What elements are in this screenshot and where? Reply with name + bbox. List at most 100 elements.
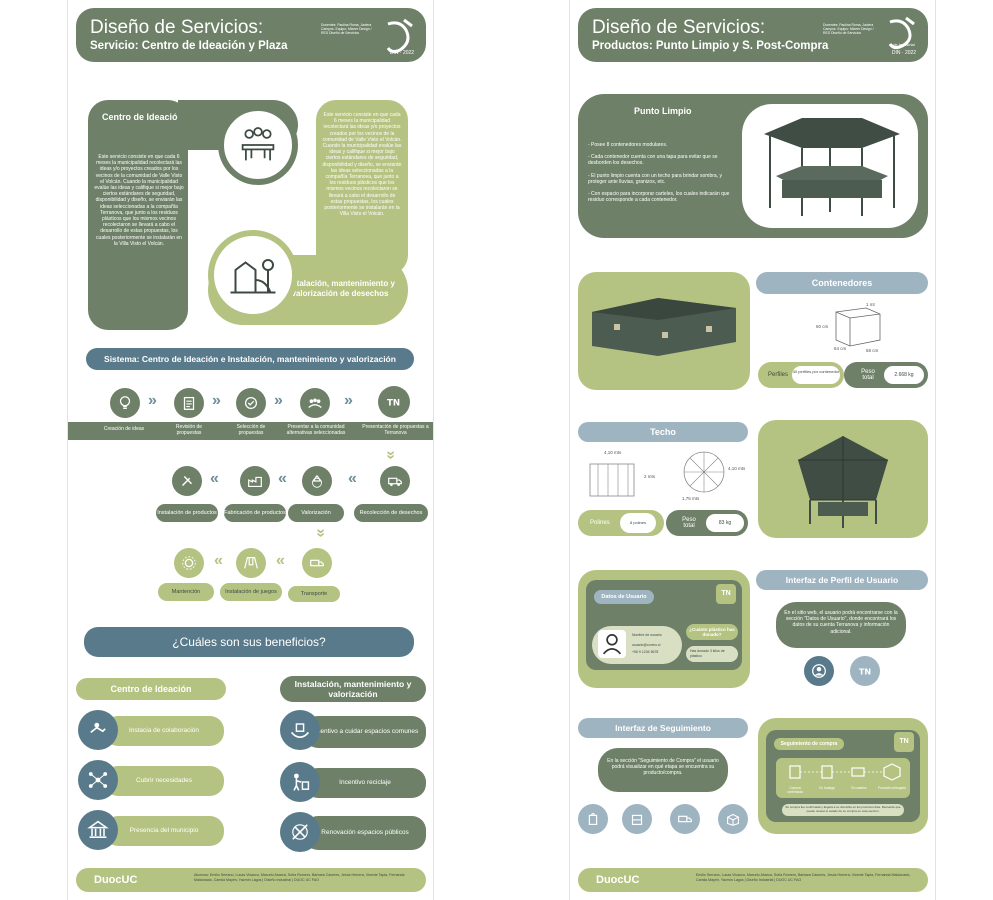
user-phone: +56 9 1234 5678 bbox=[632, 650, 659, 654]
din-logo-icon bbox=[386, 18, 413, 54]
datos-usuario-title: Datos de Usuario bbox=[594, 590, 654, 604]
perfil-title: Interfaz de Perfil de Usuario bbox=[756, 570, 928, 590]
dim-1mt: 1 mt bbox=[866, 302, 875, 307]
centro-ideacion-text: Este servicio consiste en que cada 6 mes… bbox=[94, 154, 184, 247]
user-card: Nombre de usuario usuario@correo.cl +56 … bbox=[592, 626, 682, 664]
playground-icon bbox=[230, 259, 276, 294]
duoc-logo: DuocUC bbox=[94, 874, 138, 886]
svg-text:TN: TN bbox=[387, 399, 400, 409]
techo-dimensions-diagram bbox=[589, 451, 725, 497]
right-header-credits: Docentes: Paulina Roma, Javiera Campos. … bbox=[823, 23, 874, 36]
user-avatar-icon bbox=[598, 630, 626, 658]
flow-step-7: Fabricación de productos bbox=[224, 504, 286, 522]
right-header-title: Diseño de Servicios: bbox=[592, 17, 766, 38]
techo-title: Techo bbox=[578, 422, 748, 442]
seguimiento-compra-screen: Seguimiento de compra TN Compra confirma… bbox=[766, 730, 920, 822]
punto-limpio-structure-image bbox=[764, 118, 900, 216]
left-header-subtitle: Servicio: Centro de Ideación y Plaza bbox=[90, 40, 288, 52]
contenedores-render-image bbox=[592, 298, 736, 356]
playground-circle bbox=[208, 230, 298, 320]
ben-left-1: Instacia de colaboración bbox=[104, 716, 224, 746]
techo-dim-2: 2 mts bbox=[644, 474, 656, 479]
din-logo-icon-right bbox=[888, 16, 915, 50]
contenedores-title: Contenedores bbox=[756, 272, 928, 294]
punto-bullet-3: - El punto limpio cuenta con un techo pa… bbox=[588, 172, 722, 185]
user-profile-icon[interactable] bbox=[804, 656, 834, 686]
ben-right-1: Incentivo a cuidar espacios comunes bbox=[304, 716, 426, 748]
techo-render-panel bbox=[758, 420, 928, 538]
hands-care-icon bbox=[280, 710, 320, 750]
ben-right-2: Incentivo reciclaje bbox=[304, 768, 426, 798]
flow-step-1: Creación de ideas bbox=[103, 426, 145, 432]
seguimiento-text: En la sección "Seguimiento de Compra" el… bbox=[607, 758, 719, 777]
centro-ideacion-right-panel: Este servicio consiste en que cada 6 mes… bbox=[316, 100, 408, 275]
punto-limpio-title: Punto Limpio bbox=[634, 106, 692, 116]
flow-arrow-2: » bbox=[212, 392, 221, 409]
punto-bullet-1: - Posee 8 contenedores modulares. bbox=[588, 142, 668, 148]
check-icon bbox=[236, 388, 266, 418]
dim-60cm: 60 cm bbox=[816, 324, 829, 329]
centro-ideacion-right-text: Este servicio consiste en que cada 6 mes… bbox=[322, 112, 402, 218]
delivered-box-icon bbox=[718, 804, 748, 834]
flow-step-5: Presentación de propuestas a Terranova bbox=[362, 424, 429, 437]
flow-step-3: Selección de propuestas bbox=[236, 424, 266, 437]
user-email: usuario@correo.cl bbox=[632, 643, 661, 647]
donated-amount: Has donado 3 kilos de plástico bbox=[686, 646, 738, 662]
ben-left-3: Presencia del municipio bbox=[104, 816, 224, 846]
terranova-profile-icon[interactable]: TN bbox=[850, 656, 880, 686]
tools-icon bbox=[172, 466, 202, 496]
techo-diagram: 4,10 mts 2 mts 4,10 mts 1,75 mts bbox=[578, 446, 748, 506]
compra-step-2: En bodega bbox=[819, 786, 835, 790]
punto-limpio-panel: Punto Limpio - Posee 8 contenedores modu… bbox=[578, 94, 928, 238]
community-icon bbox=[300, 388, 330, 418]
right-footer-credits: Emilio Serrano, Lucas Vivanco, Marcelo A… bbox=[696, 873, 911, 882]
tn-logo-compra: TN bbox=[894, 732, 914, 752]
techo-dim-4: 1,75 mts bbox=[682, 496, 700, 501]
flow-step-4: Presentar a la comunidad alternativas se… bbox=[286, 424, 346, 437]
left-header-credits: Docentes: Paulina Roma, Javiera Campos. … bbox=[321, 23, 372, 36]
compra-steps-icons bbox=[789, 763, 901, 781]
left-footer: DuocUC Alumnos: Emilio Serrano, Lucas Vi… bbox=[76, 868, 426, 892]
recycle-icon bbox=[302, 466, 332, 496]
compra-title: Seguimiento de compra bbox=[774, 738, 844, 750]
left-header-title: Diseño de Servicios: bbox=[90, 17, 264, 38]
warehouse-icon bbox=[622, 804, 652, 834]
user-name: Nombre de usuario bbox=[632, 633, 662, 637]
delivery-truck-icon bbox=[302, 548, 332, 578]
polines-value: 8 polines bbox=[620, 513, 656, 533]
truck-icon bbox=[380, 466, 410, 496]
instalacion-title: Instalación, mantenimiento y valorizació… bbox=[285, 279, 395, 298]
sistema-title: Sistema: Centro de Ideación e Instalació… bbox=[86, 348, 414, 370]
peso-cont-value: 2.668 kg bbox=[884, 366, 924, 384]
datos-usuario-screen: Datos de Usuario TN Nombre de usuario us… bbox=[586, 580, 742, 670]
right-header-din: DIN · 2022 bbox=[891, 50, 917, 56]
perfil-text-box: En el sitio web, el usuario podrá encont… bbox=[776, 602, 906, 648]
flow-step-2: Revisión de propuestas bbox=[175, 424, 203, 437]
ben-left-title: Centro de Ideación bbox=[76, 678, 226, 700]
flow-step-12: Transporte bbox=[288, 586, 340, 602]
compra-note: Su compra fue confirmada y llegará a su … bbox=[782, 804, 904, 816]
seguimiento-compra-panel: Seguimiento de compra TN Compra confirma… bbox=[758, 718, 928, 834]
renovation-icon bbox=[280, 812, 320, 852]
perfil-text: En el sitio web, el usuario podrá encont… bbox=[784, 610, 898, 635]
contenedor-diagram: 1 mt 60 cm 64 cm 58 cm bbox=[806, 302, 906, 354]
flow-step-11: Instalación de juegos bbox=[220, 583, 282, 601]
ben-left-2: Cubrir necesidades bbox=[104, 766, 224, 796]
contenedores-render-panel bbox=[578, 272, 750, 390]
order-confirmed-icon bbox=[578, 804, 608, 834]
flow-arrow-8: « bbox=[214, 552, 223, 569]
flow-step-6: Instalación de productos bbox=[156, 504, 218, 522]
datos-usuario-panel: Datos de Usuario TN Nombre de usuario us… bbox=[578, 570, 750, 688]
collaboration-icon bbox=[78, 710, 118, 750]
tn-logo-small: TN bbox=[716, 584, 736, 604]
flow-arrow-1: » bbox=[148, 392, 157, 409]
centro-ideacion-panel: Centro de Ideación Este servicio consist… bbox=[88, 100, 188, 330]
poster-punto-limpio: Diseño de Servicios: Productos: Punto Li… bbox=[570, 0, 935, 900]
flow-arrow-down-2: » bbox=[312, 528, 330, 538]
techo-render-image bbox=[798, 436, 888, 528]
flow-step-9: Recolección de desechos bbox=[354, 504, 428, 522]
left-header-din: DIN · 2022 bbox=[389, 50, 415, 56]
seguimiento-text-box: En la sección "Seguimiento de Compra" el… bbox=[598, 748, 728, 792]
flow-step-8: Valorización bbox=[288, 504, 344, 522]
meeting-icon bbox=[241, 127, 275, 161]
